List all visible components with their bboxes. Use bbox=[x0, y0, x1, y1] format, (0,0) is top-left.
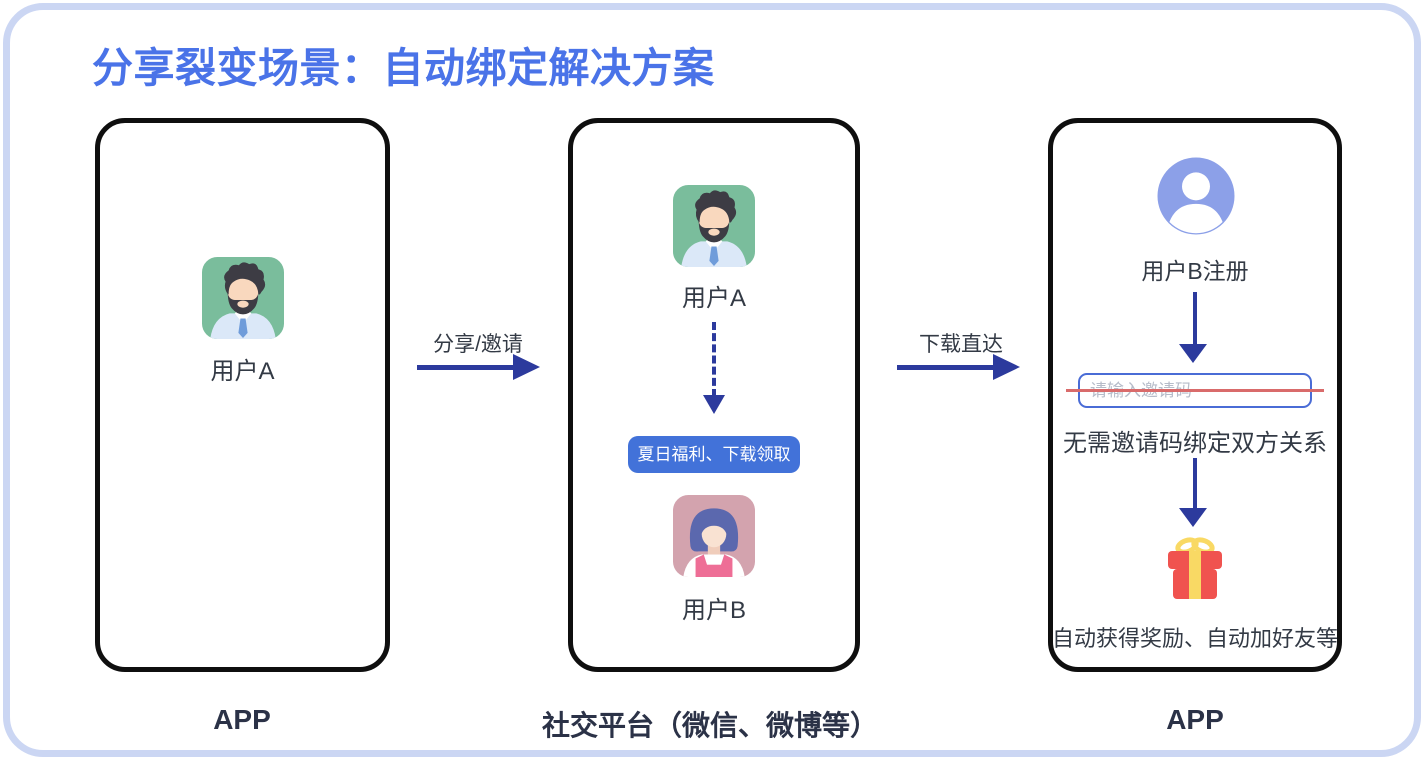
frame-caption-app-left: APP bbox=[213, 704, 271, 735]
down-arrow-line bbox=[1193, 458, 1197, 510]
frame-caption-social: 社交平台（微信、微博等） bbox=[541, 710, 879, 741]
share-invite-arrowhead-icon bbox=[513, 354, 540, 380]
auto-reward-note: 自动获得奖励、自动加好友等 bbox=[1051, 626, 1339, 651]
down-arrowhead-icon bbox=[1179, 344, 1207, 363]
male-user-avatar-icon bbox=[673, 185, 755, 267]
no-invite-code-note: 无需邀请码绑定双方关系 bbox=[1063, 430, 1327, 457]
share-card-button[interactable]: 夏日福利、下载领取 bbox=[628, 436, 800, 473]
share-invite-arrow-line bbox=[417, 365, 514, 370]
app-frame-left: 用户A bbox=[95, 118, 390, 672]
app-frame-right: 用户B注册 无需邀请码绑定双方关系 自动获得奖励、自动加好友等 bbox=[1048, 118, 1342, 672]
female-user-avatar-icon bbox=[673, 495, 755, 577]
male-user-avatar-icon bbox=[202, 257, 284, 339]
dashed-down-arrowhead-icon bbox=[703, 395, 725, 414]
user-b-label: 用户B bbox=[681, 597, 747, 624]
download-direct-arrow-line bbox=[897, 365, 994, 370]
dashed-down-arrow-line bbox=[712, 322, 716, 397]
user-a-label: 用户A bbox=[681, 285, 747, 312]
user-b-register-label: 用户B注册 bbox=[1141, 258, 1249, 284]
download-direct-arrowhead-icon bbox=[993, 354, 1020, 380]
gift-icon bbox=[1166, 537, 1224, 601]
down-arrowhead-icon bbox=[1179, 508, 1207, 527]
down-arrow-line bbox=[1193, 292, 1197, 346]
social-platform-frame: 用户A 夏日福利、下载领取 用户B bbox=[568, 118, 860, 672]
account-circle-icon bbox=[1154, 154, 1238, 238]
download-direct-arrow-label: 下载直达 bbox=[919, 333, 1003, 356]
frame-caption-app-right: APP bbox=[1166, 704, 1224, 735]
user-a-label: 用户A bbox=[210, 358, 275, 385]
page-title: 分享裂变场景：自动绑定解决方案 bbox=[92, 45, 715, 91]
share-invite-arrow-label: 分享/邀请 bbox=[433, 333, 523, 356]
invite-code-input[interactable] bbox=[1078, 373, 1312, 408]
